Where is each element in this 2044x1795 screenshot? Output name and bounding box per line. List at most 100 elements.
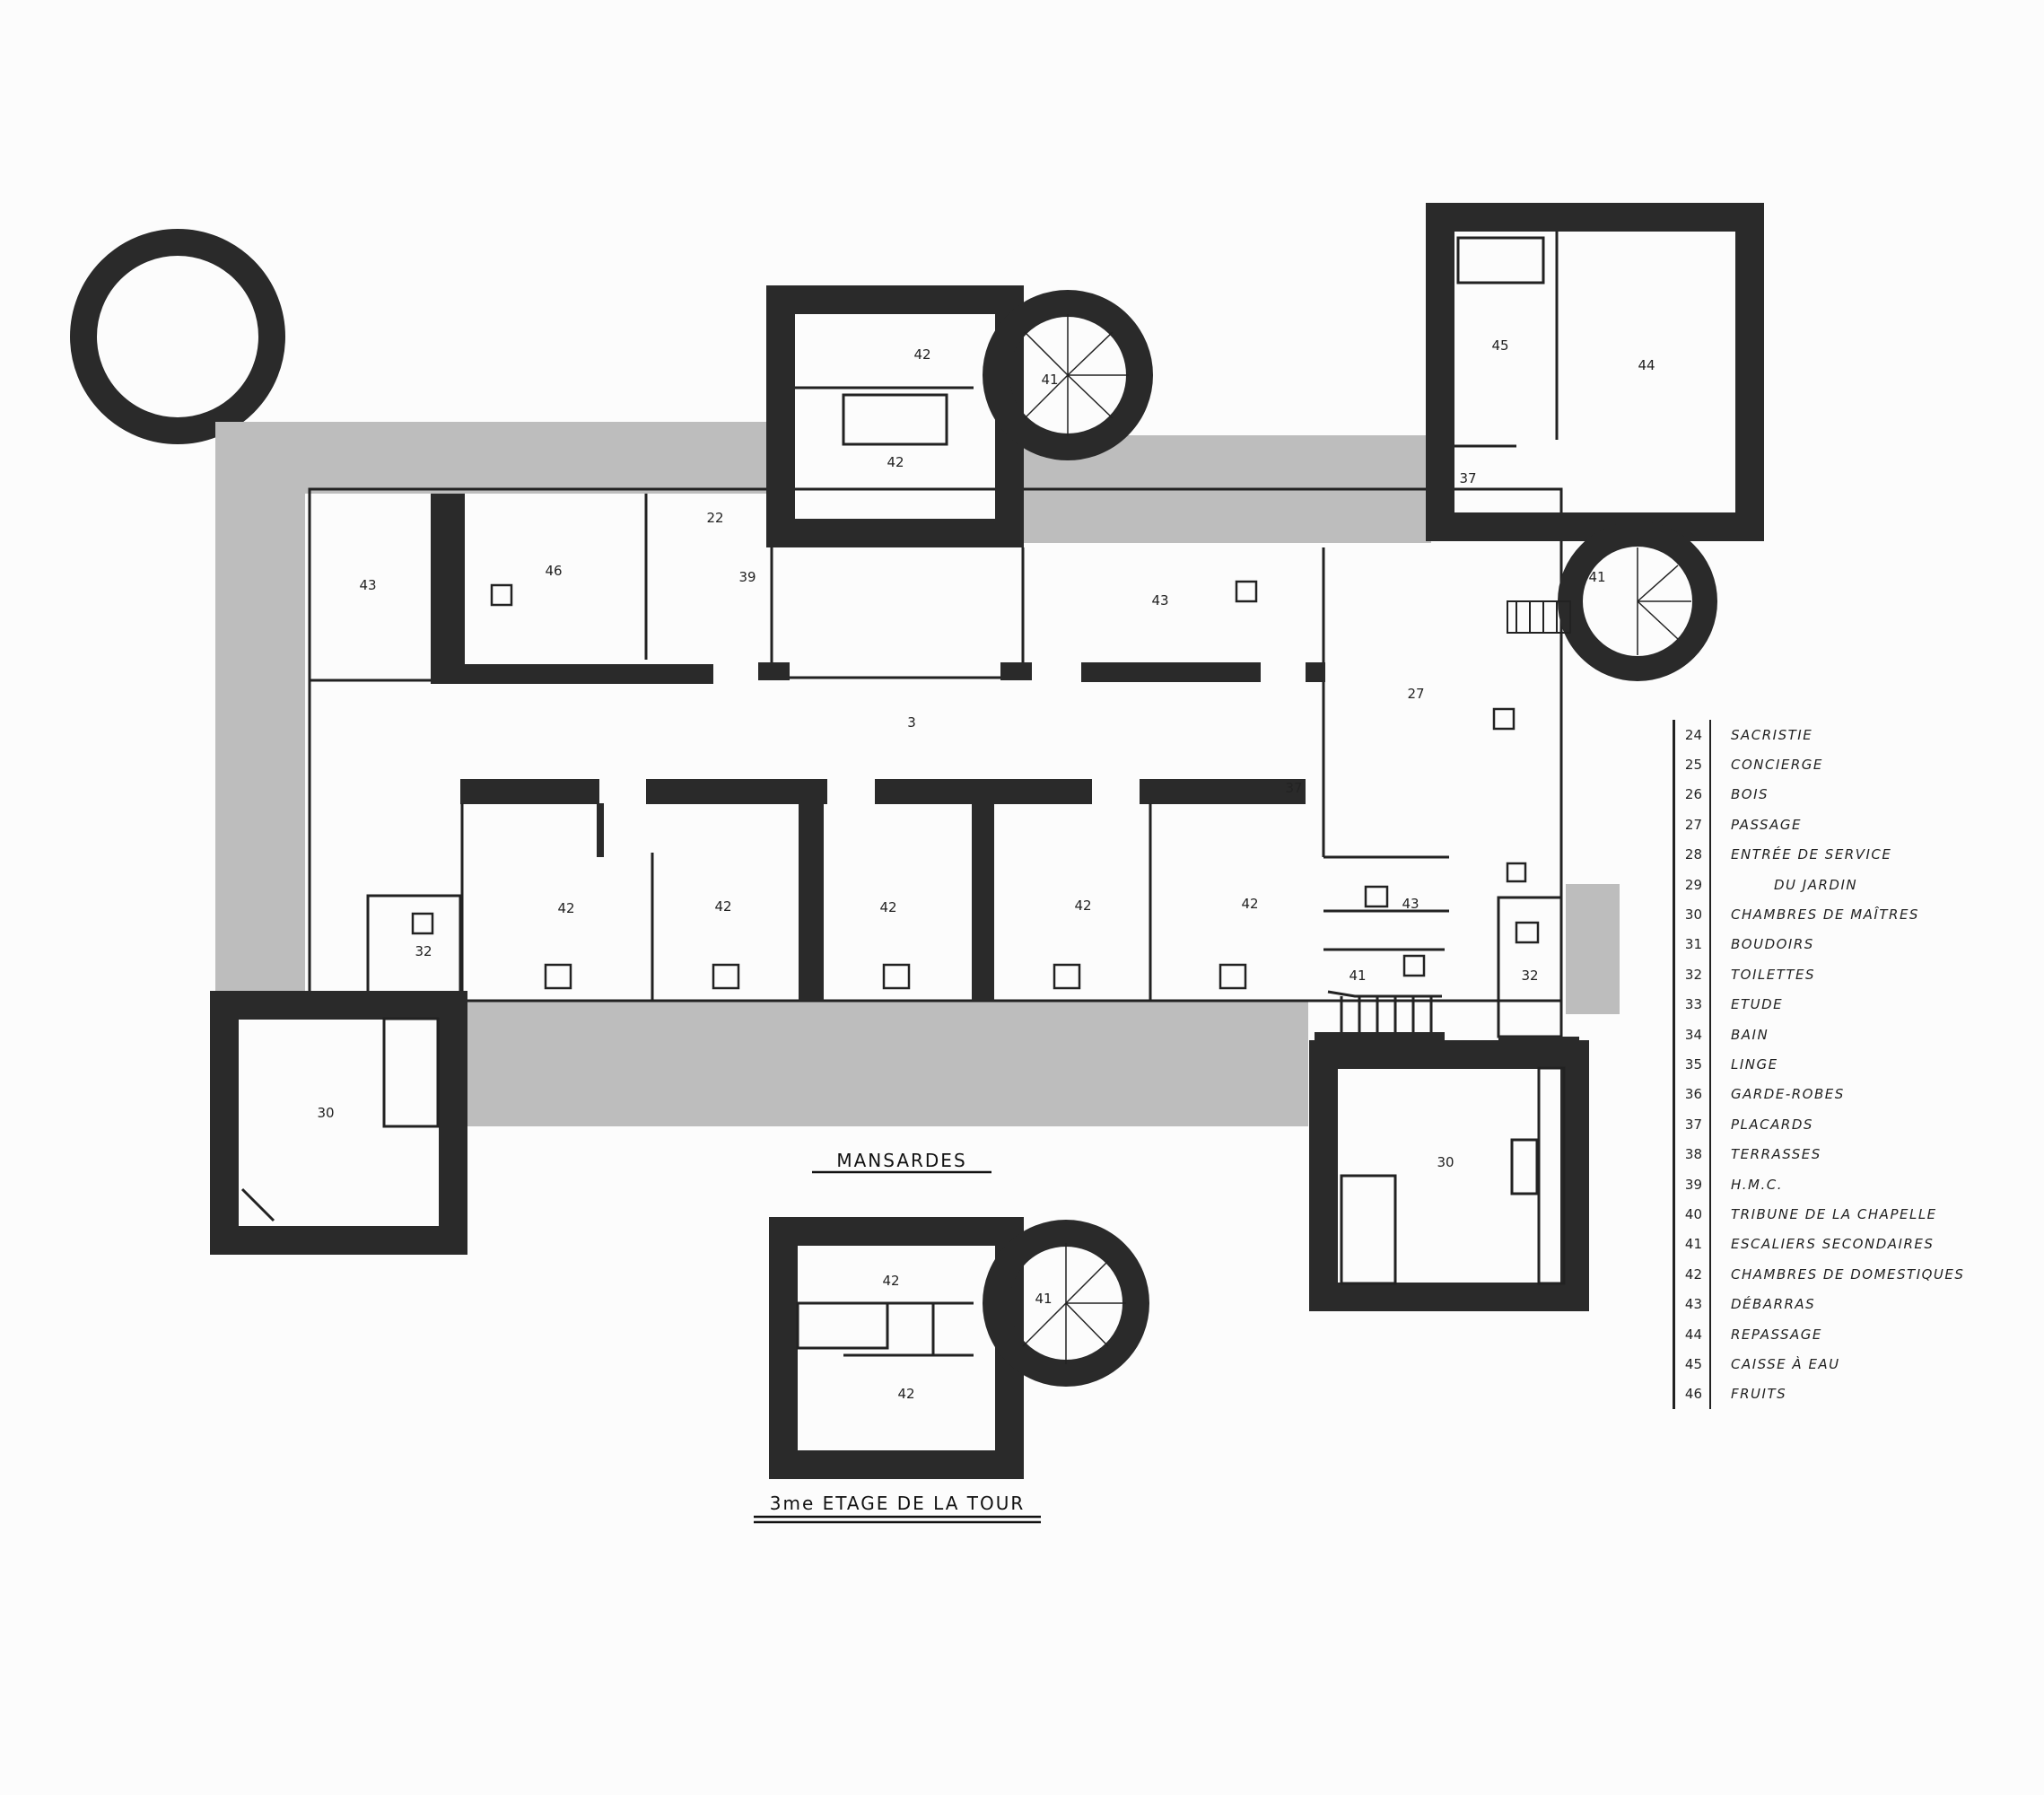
legend-label: TOILETTES [1731, 966, 1816, 983]
legend-number: 35 [1675, 1049, 1711, 1080]
legend-row: 40 TRIBUNE DE LA CHAPELLE [1675, 1199, 2016, 1230]
room-label: 42 [897, 1386, 914, 1402]
legend-row: 30 CHAMBRES DE MAÎTRES [1675, 899, 2016, 930]
room-label: 42 [1074, 898, 1091, 914]
room-label: 42 [913, 346, 930, 363]
legend-label: REPASSAGE [1731, 1326, 1822, 1343]
room-label: 41 [1349, 968, 1366, 984]
legend-number: 30 [1675, 899, 1711, 930]
legend-number: 46 [1675, 1379, 1711, 1409]
terrace-east [1566, 884, 1620, 1014]
legend-row: 42 CHAMBRES DE DOMESTIQUES [1675, 1259, 2016, 1290]
north-tower [766, 285, 1153, 547]
legend-number: 29 [1675, 869, 1711, 900]
room-label: 32 [1521, 968, 1538, 984]
legend-label: CHAMBRES DE DOMESTIQUES [1731, 1265, 1965, 1283]
terrace-west [215, 422, 305, 996]
legend-number: 41 [1675, 1229, 1711, 1260]
caption-mansardes: MANSARDES [812, 1150, 991, 1174]
legend-label: CHAMBRES DE MAÎTRES [1731, 906, 1919, 924]
legend-label: ESCALIERS SECONDAIRES [1731, 1236, 1935, 1253]
chimney-flues [411, 580, 1540, 990]
room-label: 41 [1041, 372, 1058, 388]
legend-row: 35 LINGE [1675, 1049, 2016, 1080]
legend-number: 27 [1675, 810, 1711, 840]
legend-number: 42 [1675, 1259, 1711, 1290]
north-east-tower [1426, 203, 1764, 681]
room-label: 30 [1437, 1154, 1454, 1170]
round-tower [70, 229, 285, 444]
caption-tower-text: 3me ETAGE DE LA TOUR [770, 1493, 1026, 1514]
caption-tower: 3me ETAGE DE LA TOUR [754, 1493, 1041, 1524]
legend-number: 33 [1675, 989, 1711, 1020]
legend-row: 34 BAIN [1675, 1019, 2016, 1050]
legend-label: H.M.C. [1731, 1176, 1783, 1193]
room-label: 43 [359, 577, 376, 593]
legend-label: CAISSE À EAU [1731, 1355, 1840, 1372]
terrace-north [269, 422, 767, 494]
room-label: 39 [738, 569, 756, 585]
legend-label: DU JARDIN [1774, 876, 1858, 893]
lower-tower [769, 1217, 1149, 1479]
legend-number: 43 [1675, 1289, 1711, 1319]
room-label: 42 [557, 900, 574, 916]
legend-row: 25 CONCIERGE [1675, 749, 2016, 780]
legend-number: 38 [1675, 1139, 1711, 1169]
legend-number: 44 [1675, 1318, 1711, 1350]
main-block [308, 487, 1579, 1064]
legend-label: BOUDOIRS [1731, 936, 1814, 953]
legend-row: 24 SACRISTIE [1675, 720, 2016, 750]
legend-label: FRUITS [1731, 1386, 1787, 1403]
legend-row: 45 CAISSE À EAU [1675, 1349, 2016, 1379]
legend-number: 26 [1675, 779, 1711, 810]
legend-number: 36 [1675, 1079, 1711, 1110]
legend-number: 32 [1675, 959, 1711, 990]
legend-row: 41 ESCALIERS SECONDAIRES [1675, 1229, 2016, 1260]
legend-label: TRIBUNE DE LA CHAPELLE [1731, 1205, 1937, 1222]
caption-mansardes-text: MANSARDES [836, 1150, 966, 1171]
legend-row: 31 BOUDOIRS [1675, 929, 2016, 960]
room-label: 46 [545, 563, 562, 579]
legend-label: SACRISTIE [1731, 726, 1813, 743]
legend-label: PLACARDS [1731, 1116, 1813, 1133]
legend-row: 46 FRUITS [1675, 1379, 2016, 1409]
legend-number: 40 [1675, 1199, 1711, 1230]
legend-number: 45 [1675, 1349, 1711, 1379]
legend-label: ENTRÉE DE SERVICE [1731, 846, 1892, 863]
legend-label: ETUDE [1731, 996, 1784, 1013]
room-label: 32 [415, 943, 432, 959]
legend-label: BOIS [1731, 786, 1769, 803]
room-label: 41 [1035, 1291, 1052, 1307]
legend-label: TERRASSES [1731, 1146, 1821, 1163]
room-label: 43 [1402, 896, 1419, 912]
room-label: 42 [714, 898, 731, 915]
room-label: 37 [1459, 470, 1476, 486]
terraces [215, 422, 1620, 1126]
legend-number: 34 [1675, 1019, 1711, 1050]
south-east-pavilion [1309, 1040, 1589, 1311]
service-stair [1327, 990, 1442, 1032]
legend-number: 24 [1675, 720, 1711, 750]
room-label: 3 [907, 714, 916, 731]
room-label: 41 [1588, 569, 1605, 585]
legend-row: 28 ENTRÉE DE SERVICE [1675, 839, 2016, 870]
room-label: 30 [317, 1105, 334, 1121]
legend-row: 44 REPASSAGE [1675, 1318, 2016, 1350]
room-label: 37 [1285, 780, 1302, 796]
room-label: 42 [1241, 896, 1258, 912]
legend-number: 31 [1675, 929, 1711, 960]
room-label: 42 [879, 899, 896, 915]
legend-number: 28 [1675, 839, 1711, 870]
legend-number: 25 [1675, 749, 1711, 780]
room-label: 27 [1407, 686, 1424, 702]
legend-label: CONCIERGE [1731, 757, 1823, 774]
legend-label: LINGE [1731, 1055, 1778, 1073]
legend-label: PASSAGE [1731, 816, 1802, 833]
legend: 24 SACRISTIE 25 CONCIERGE 26 BOIS 27 PASSAGE… [1673, 720, 2016, 1409]
legend-label: BAIN [1731, 1026, 1769, 1043]
room-label: 44 [1638, 357, 1655, 373]
